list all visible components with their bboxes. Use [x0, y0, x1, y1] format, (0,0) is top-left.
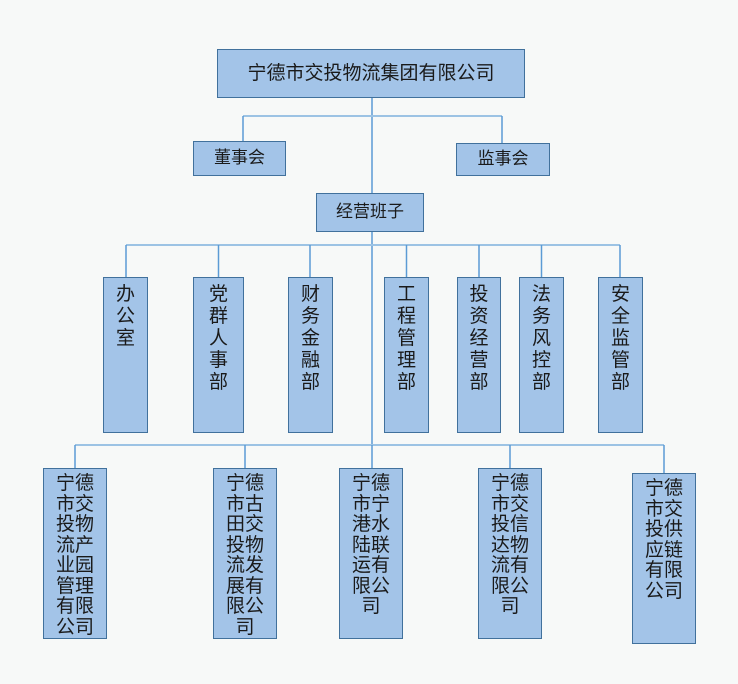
node-sub-xinda-logistics: 宁德 市交 投信 达物 流有 限公 司 [478, 468, 542, 639]
node-dept-engineering: 工 程 管 理 部 [384, 277, 429, 433]
node-dept-label: 投 资 经 营 部 [469, 283, 489, 393]
node-dept-label: 办 公 室 [115, 283, 135, 349]
node-board-of-directors: 董事会 [193, 141, 286, 176]
node-sub-label: 宁德 市宁 港水 陆联 运有 限公 司 [351, 472, 390, 617]
node-sub-label: 宁德 市古 田交 投物 流发 展有 限公 司 [225, 472, 264, 638]
node-dept-label: 工 程 管 理 部 [396, 283, 416, 393]
node-group-company: 宁德市交投物流集团有限公司 [217, 49, 525, 98]
node-dept-safety: 安 全 监 管 部 [598, 277, 643, 433]
node-dept-general-office: 办 公 室 [103, 277, 148, 433]
node-dept-investment: 投 资 经 营 部 [457, 277, 501, 433]
node-board-of-directors-label: 董事会 [214, 147, 265, 168]
node-management-team: 经营班子 [316, 193, 424, 232]
node-sub-gutian-logistics: 宁德 市古 田交 投物 流发 展有 限公 司 [213, 468, 277, 639]
node-sub-logistics-park: 宁德 市交 投物 流产 业园 管理 有限 公司 [43, 468, 107, 639]
node-dept-label: 党 群 人 事 部 [208, 283, 228, 393]
node-board-of-supervisors-label: 监事会 [477, 148, 529, 169]
node-dept-label: 安 全 监 管 部 [610, 283, 630, 393]
node-dept-party-hr: 党 群 人 事 部 [193, 277, 244, 433]
node-dept-label: 法 务 风 控 部 [531, 283, 551, 393]
node-sub-ninggang-transport: 宁德 市宁 港水 陆联 运有 限公 司 [339, 468, 403, 639]
node-sub-label: 宁德 市交 投物 流产 业园 管理 有限 公司 [55, 472, 94, 638]
node-sub-supply-chain: 宁德 市交 投供 应链 有限 公司 [632, 473, 696, 644]
node-sub-label: 宁德 市交 投供 应链 有限 公司 [644, 477, 683, 602]
node-management-team-label: 经营班子 [336, 201, 404, 222]
node-dept-label: 财 务 金 融 部 [300, 283, 320, 393]
node-group-company-label: 宁德市交投物流集团有限公司 [247, 61, 495, 84]
node-sub-label: 宁德 市交 投信 达物 流有 限公 司 [490, 472, 529, 617]
node-dept-legal-risk: 法 务 风 控 部 [519, 277, 564, 433]
node-board-of-supervisors: 监事会 [456, 143, 550, 176]
node-dept-finance: 财 务 金 融 部 [288, 277, 333, 433]
